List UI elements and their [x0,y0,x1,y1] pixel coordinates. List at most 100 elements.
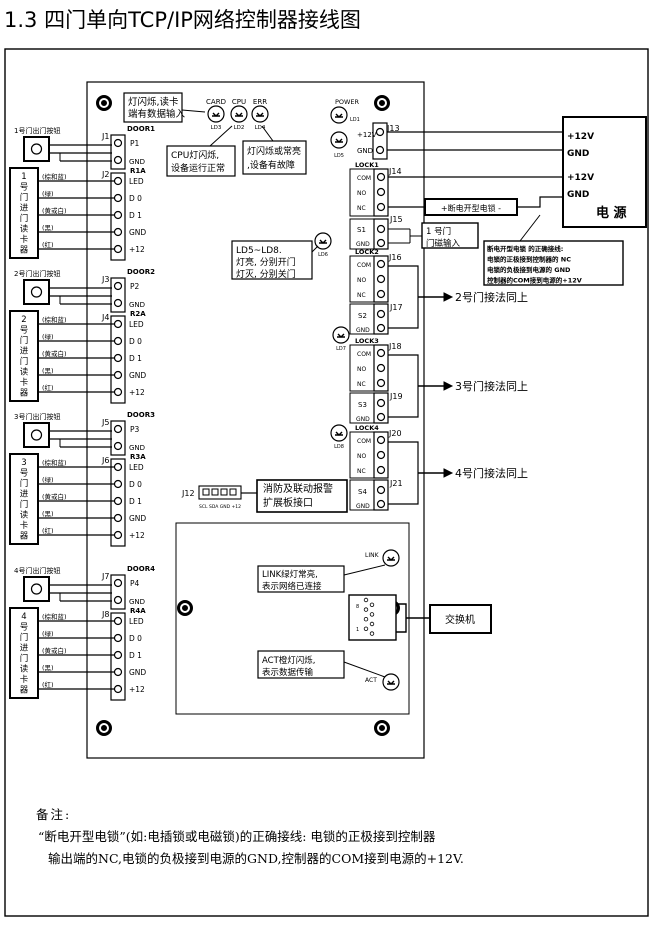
sensor-pin-gnd: GND [356,503,370,510]
card-reader-4 [9,607,39,699]
card-reader-label-char: 2 [21,315,26,325]
terminal-screw [113,578,123,588]
lock-connector-3 [373,344,389,392]
card-reader-label-char: 卡 [20,377,29,388]
lock-header-3: LOCK3 [355,337,379,345]
notes-line-2: 输出端的NC,电锁的负极接到电源的GND,控制器的COM接到电源的+12V. [48,851,464,866]
wire-color-label: (黑) [42,510,54,518]
wire-color-label: (黄或白) [42,646,67,655]
card-reader-label-char: 号 [20,469,29,479]
psu-title: 电 源 [596,205,627,221]
power-led-icon [330,106,348,124]
ext-board-line2: 扩展板接口 [263,496,313,509]
lock-note-line-1: 断电开型电锁 的正确接线: [487,244,563,253]
sensor-connector-4 [373,479,389,511]
callout-ld-box [231,240,313,280]
rj45-pin [369,621,375,627]
terminal-screw [113,319,123,329]
callout-pointer [343,661,386,678]
callout-pointer [261,125,274,142]
sensor-conn-id-4: J21 [389,479,403,488]
lock-note-line-2: 电锁的正极接到控制器的 NC [487,255,571,264]
notes-line-1: “断电开型电锁”(如:电插锁或电磁锁)的正确接线: 电锁的正极接到控制器 [38,829,436,844]
wire-color-label: (黑) [42,664,54,672]
door-sensor-line1: 1 号门 [426,226,451,237]
act-label: ACT [365,677,377,684]
arrow-head [443,381,454,391]
led-err-icon [251,105,269,123]
j12-pin [220,488,228,496]
exit-button-label-3: 3号门出门按钮 [14,412,60,421]
button-pin-p3: P3 [130,425,140,434]
card-reader-label-char: 4 [21,612,26,622]
ext-board-box [256,479,348,513]
led-card-icon [207,105,225,123]
sensor-pin-gnd: GND [356,241,370,248]
reader-conn-id: J6 [101,456,109,465]
wire-color-label: (绿) [42,629,54,638]
lock-connector-1 [373,168,389,217]
lock-pin-com: COM [357,175,371,182]
power-led-id: LD1 [350,117,360,123]
door-header-2: DOOR2 [127,268,155,276]
callout-err-line2: ,设备有故障 [247,159,295,171]
card-reader-label-char: 卡 [20,674,29,685]
reader-header: R2A [130,310,146,318]
act-callout-line1: ACT橙灯闪烁, [262,655,316,666]
terminal-screw [113,353,123,363]
led-symbol [387,556,395,561]
controller-board [86,81,425,759]
terminal-screw [113,244,123,254]
same-wiring-label-3: 3号门接法同上 [455,379,528,393]
act-callout-line2: 表示数据传输 [262,667,314,678]
reader-header: R3A [130,453,146,461]
lock-pin-nc: NC [357,381,366,388]
lock-conn-id-3: J18 [388,342,402,351]
terminal-screw [376,363,386,373]
button-connector [110,574,126,610]
led-symbol [235,112,243,117]
wire-color-label: (棕和蓝) [42,458,67,467]
j12-pin [202,488,210,496]
led8-icon [330,424,348,442]
reader-pin-led: LED [129,177,144,186]
reader-pin-led: LED [129,617,144,626]
callout-pointer [311,245,319,253]
j12-connector [198,485,242,500]
sensor-pin-s2: S2 [358,312,367,320]
wire-color-label: (绿) [42,332,54,341]
terminal-screw [113,441,123,451]
card-reader-label-char: 读 [20,224,29,235]
terminal-screw [376,435,386,445]
arrow-head [443,292,454,302]
mounting-hole-center [101,725,107,731]
terminal-screw [376,465,386,475]
sensor-conn-id-2: J17 [389,303,403,312]
button-pin-gnd: GND [129,301,145,309]
terminal-screw [113,155,123,165]
lock-conn-id-2: J16 [388,253,402,262]
card-reader-label-char: 号 [20,183,29,193]
exit-button-icon [30,143,43,155]
same-wiring-label-4: 4号门接法同上 [455,466,528,480]
led-symbol [337,333,345,338]
terminal-screw [113,227,123,237]
wire-color-label: (棕和蓝) [42,172,67,181]
switch-box [429,604,492,634]
terminal-screw [376,412,386,422]
card-reader-label-char: 门 [20,335,29,346]
exit-button-2 [23,279,50,305]
callout-cpu-line2: 设备运行正常 [171,162,225,174]
card-reader-label-char: 器 [20,246,29,256]
rj45-pin [363,597,369,603]
psu-row-2: GND [567,149,589,159]
card-reader-label-char: 进 [20,347,29,357]
card-reader-label-char: 号 [20,326,29,336]
callout-ld-line2: 灯亮, 分别开门 [236,256,296,268]
lock-pin-nc: NC [357,468,366,475]
terminal-screw [113,210,123,220]
wire-color-label: (黄或白) [42,349,67,358]
wire-color-label: (黑) [42,224,54,232]
notes-section: 备注: “断电开型电锁”(如:电插锁或电磁锁)的正确接线: 电锁的正极接到控制器… [36,804,646,870]
j13-pin-12v: +12V [357,131,377,139]
